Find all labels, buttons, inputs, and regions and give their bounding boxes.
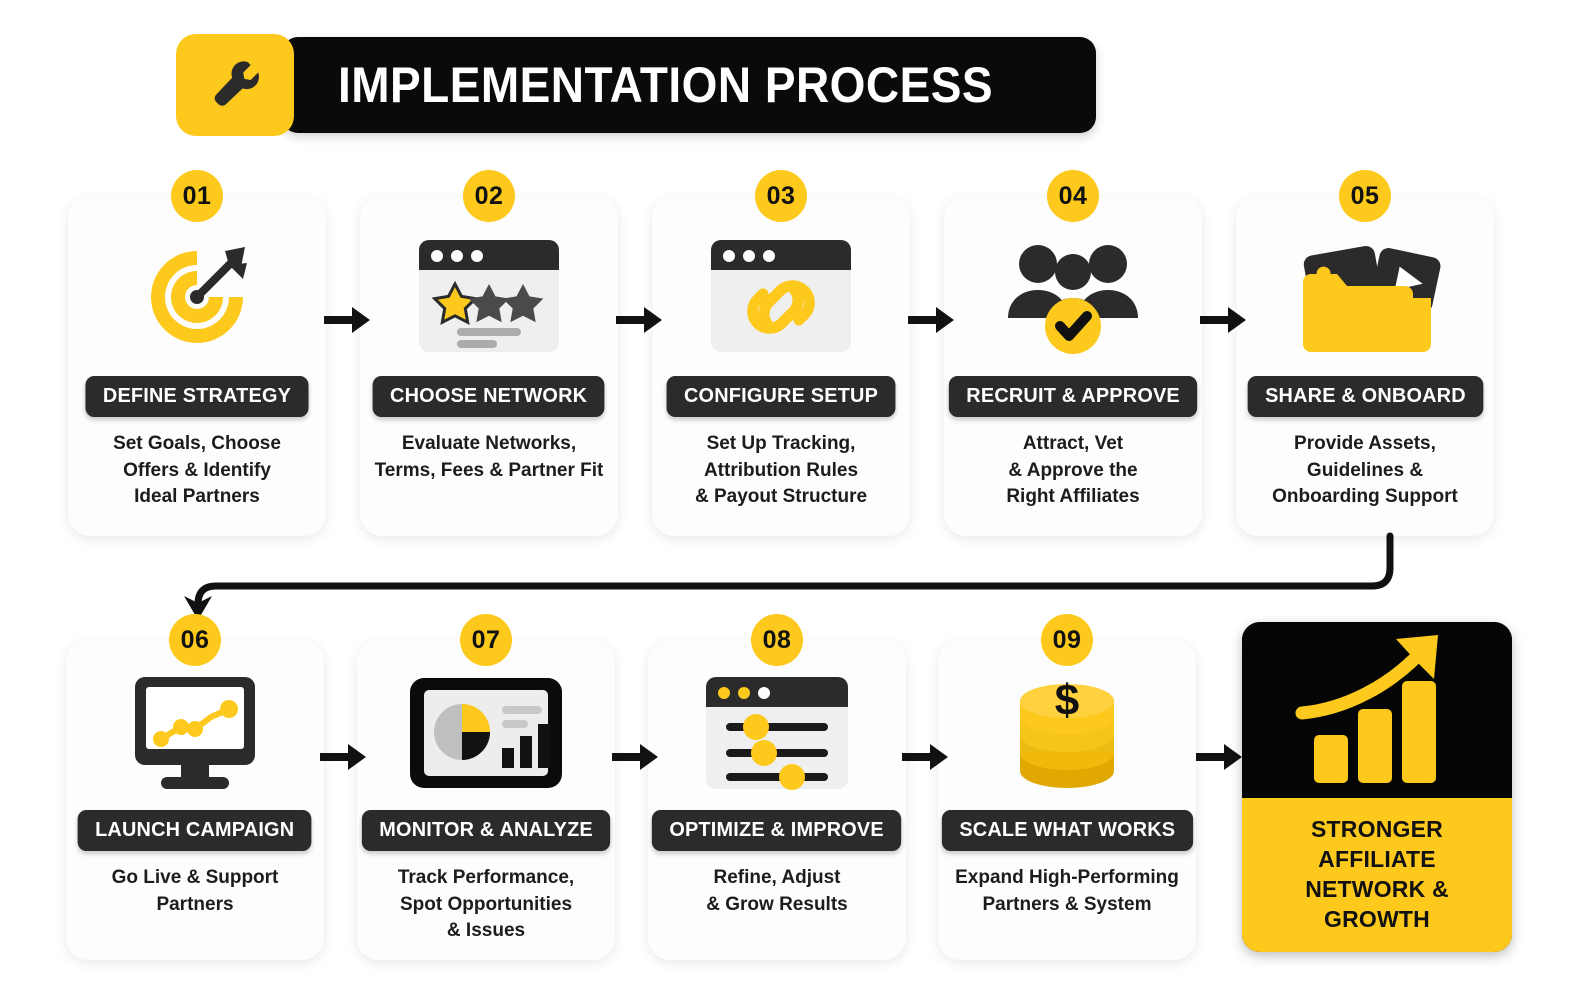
- header-bar: IMPLEMENTATION PROCESS: [282, 37, 1096, 133]
- step-card-09[interactable]: 09 $ SCALE WH: [938, 614, 1196, 960]
- step-description-06: Go Live & Support Partners: [111, 867, 279, 915]
- people-group-check-icon: [1008, 245, 1138, 354]
- step-title-06: LAUNCH CAMPAIGN: [77, 810, 313, 851]
- outcome-icon-area: [1242, 622, 1512, 798]
- arrow-right-icon: [324, 307, 370, 333]
- coin-stack-dollar-icon: $: [1020, 676, 1114, 788]
- step-title-02: CHOOSE NETWORK: [372, 376, 606, 417]
- arrow-right-icon: [616, 307, 662, 333]
- browser-sliders-icon: [706, 677, 848, 790]
- step-description-03: Set Up Tracking, Attribution Rules & Pay…: [694, 433, 868, 507]
- monitor-line-chart-icon: [135, 677, 255, 789]
- step-title-04: RECRUIT & APPROVE: [948, 376, 1198, 417]
- step-number-badge-02: 02: [463, 170, 515, 222]
- arrow-right-icon: [902, 744, 948, 770]
- step-icon-04: [944, 222, 1202, 372]
- step-card-02[interactable]: 02 CHOOSE NETWORK Evaluate Networks, Ter…: [360, 170, 618, 536]
- step-card-06[interactable]: 06 LAUNCH CAMPAIGN Go Live & Support Par…: [66, 614, 324, 960]
- step-description-07: Track Performance, Spot Opportunities & …: [397, 867, 575, 941]
- step-title-03: CONFIGURE SETUP: [666, 376, 896, 417]
- step-description-05: Provide Assets, Guidelines & Onboarding …: [1272, 433, 1458, 507]
- step-title-09: SCALE WHAT WORKS: [941, 810, 1193, 851]
- step-icon-01: [68, 222, 326, 372]
- step-title-05: SHARE & ONBOARD: [1247, 376, 1483, 417]
- step-description-09: Expand High-Performing Partners & System: [955, 867, 1179, 915]
- step-description-01: Set Goals, Choose Offers & Identify Idea…: [113, 433, 281, 507]
- browser-link-chain-icon: [711, 240, 851, 352]
- step-number-badge-06: 06: [169, 614, 221, 666]
- step-icon-05: [1236, 222, 1494, 372]
- step-number-badge-04: 04: [1047, 170, 1099, 222]
- step-icon-08: [648, 662, 906, 804]
- step-card-05[interactable]: 05 SHARE & ONBOARD Provid: [1236, 170, 1494, 536]
- header-badge: [176, 34, 294, 136]
- connector-arrow-02-03: [616, 303, 662, 337]
- arrow-wrap-down-icon: [194, 532, 1394, 614]
- step-number-badge-05: 05: [1339, 170, 1391, 222]
- connector-arrow-01-02: [324, 303, 370, 337]
- browser-star-rating-icon: [419, 240, 559, 352]
- step-card-03[interactable]: 03 CONFIGURE SETUP Set Up Tracking, Attr…: [652, 170, 910, 536]
- step-icon-07: [357, 662, 615, 804]
- step-description-08: Refine, Adjust & Grow Results: [706, 867, 848, 915]
- connector-arrow-09-outcome: [1196, 740, 1242, 774]
- svg-text:$: $: [1055, 676, 1079, 725]
- connector-arrow-08-09: [902, 740, 948, 774]
- connector-arrow-04-05: [1200, 303, 1246, 337]
- folder-media-assets-icon: [1303, 245, 1441, 352]
- arrow-right-icon: [908, 307, 954, 333]
- step-card-07[interactable]: 07 MONITOR & ANALYZE Track Performance, …: [357, 614, 615, 960]
- step-card-08[interactable]: 08 OPTIMIZE & IMPROVE Refine, Adjust & G…: [648, 614, 906, 960]
- connector-arrow-06-07: [320, 740, 366, 774]
- step-number-badge-07: 07: [460, 614, 512, 666]
- step-icon-02: [360, 222, 618, 372]
- step-number-badge-03: 03: [755, 170, 807, 222]
- outcome-card[interactable]: STRONGER AFFILIATE NETWORK & GROWTH: [1242, 622, 1512, 952]
- step-icon-03: [652, 222, 910, 372]
- step-title-08: OPTIMIZE & IMPROVE: [652, 810, 902, 851]
- arrow-right-icon: [320, 744, 366, 770]
- wrench-icon: [214, 61, 259, 106]
- step-card-04[interactable]: 04 RECRUIT & APPROVE Attract, Vet & Appr…: [944, 170, 1202, 536]
- tablet-analytics-dashboard-icon: [410, 678, 562, 788]
- step-description-04: Attract, Vet & Approve the Right Affilia…: [1006, 433, 1140, 507]
- target-dart-icon: [151, 247, 247, 343]
- growth-bar-chart-arrow-icon: [1295, 635, 1438, 783]
- step-description-02: Evaluate Networks, Terms, Fees & Partner…: [374, 433, 604, 481]
- arrow-right-icon: [1196, 744, 1242, 770]
- step-title-07: MONITOR & ANALYZE: [361, 810, 611, 851]
- step-card-01[interactable]: 01 DEFINE STRATEGY Set Goals, Choose Off…: [68, 170, 326, 536]
- step-icon-06: [66, 662, 324, 804]
- header: IMPLEMENTATION PROCESS: [176, 34, 1096, 136]
- page-title: IMPLEMENTATION PROCESS: [338, 57, 993, 113]
- connector-arrow-03-04: [908, 303, 954, 337]
- step-number-badge-01: 01: [171, 170, 223, 222]
- step-title-01: DEFINE STRATEGY: [85, 376, 309, 417]
- outcome-label: STRONGER AFFILIATE NETWORK & GROWTH: [1242, 798, 1512, 952]
- connector-arrow-07-08: [612, 740, 658, 774]
- arrow-right-icon: [1200, 307, 1246, 333]
- step-icon-09: $: [938, 662, 1196, 804]
- step-number-badge-09: 09: [1041, 614, 1093, 666]
- step-number-badge-08: 08: [751, 614, 803, 666]
- arrow-right-icon: [612, 744, 658, 770]
